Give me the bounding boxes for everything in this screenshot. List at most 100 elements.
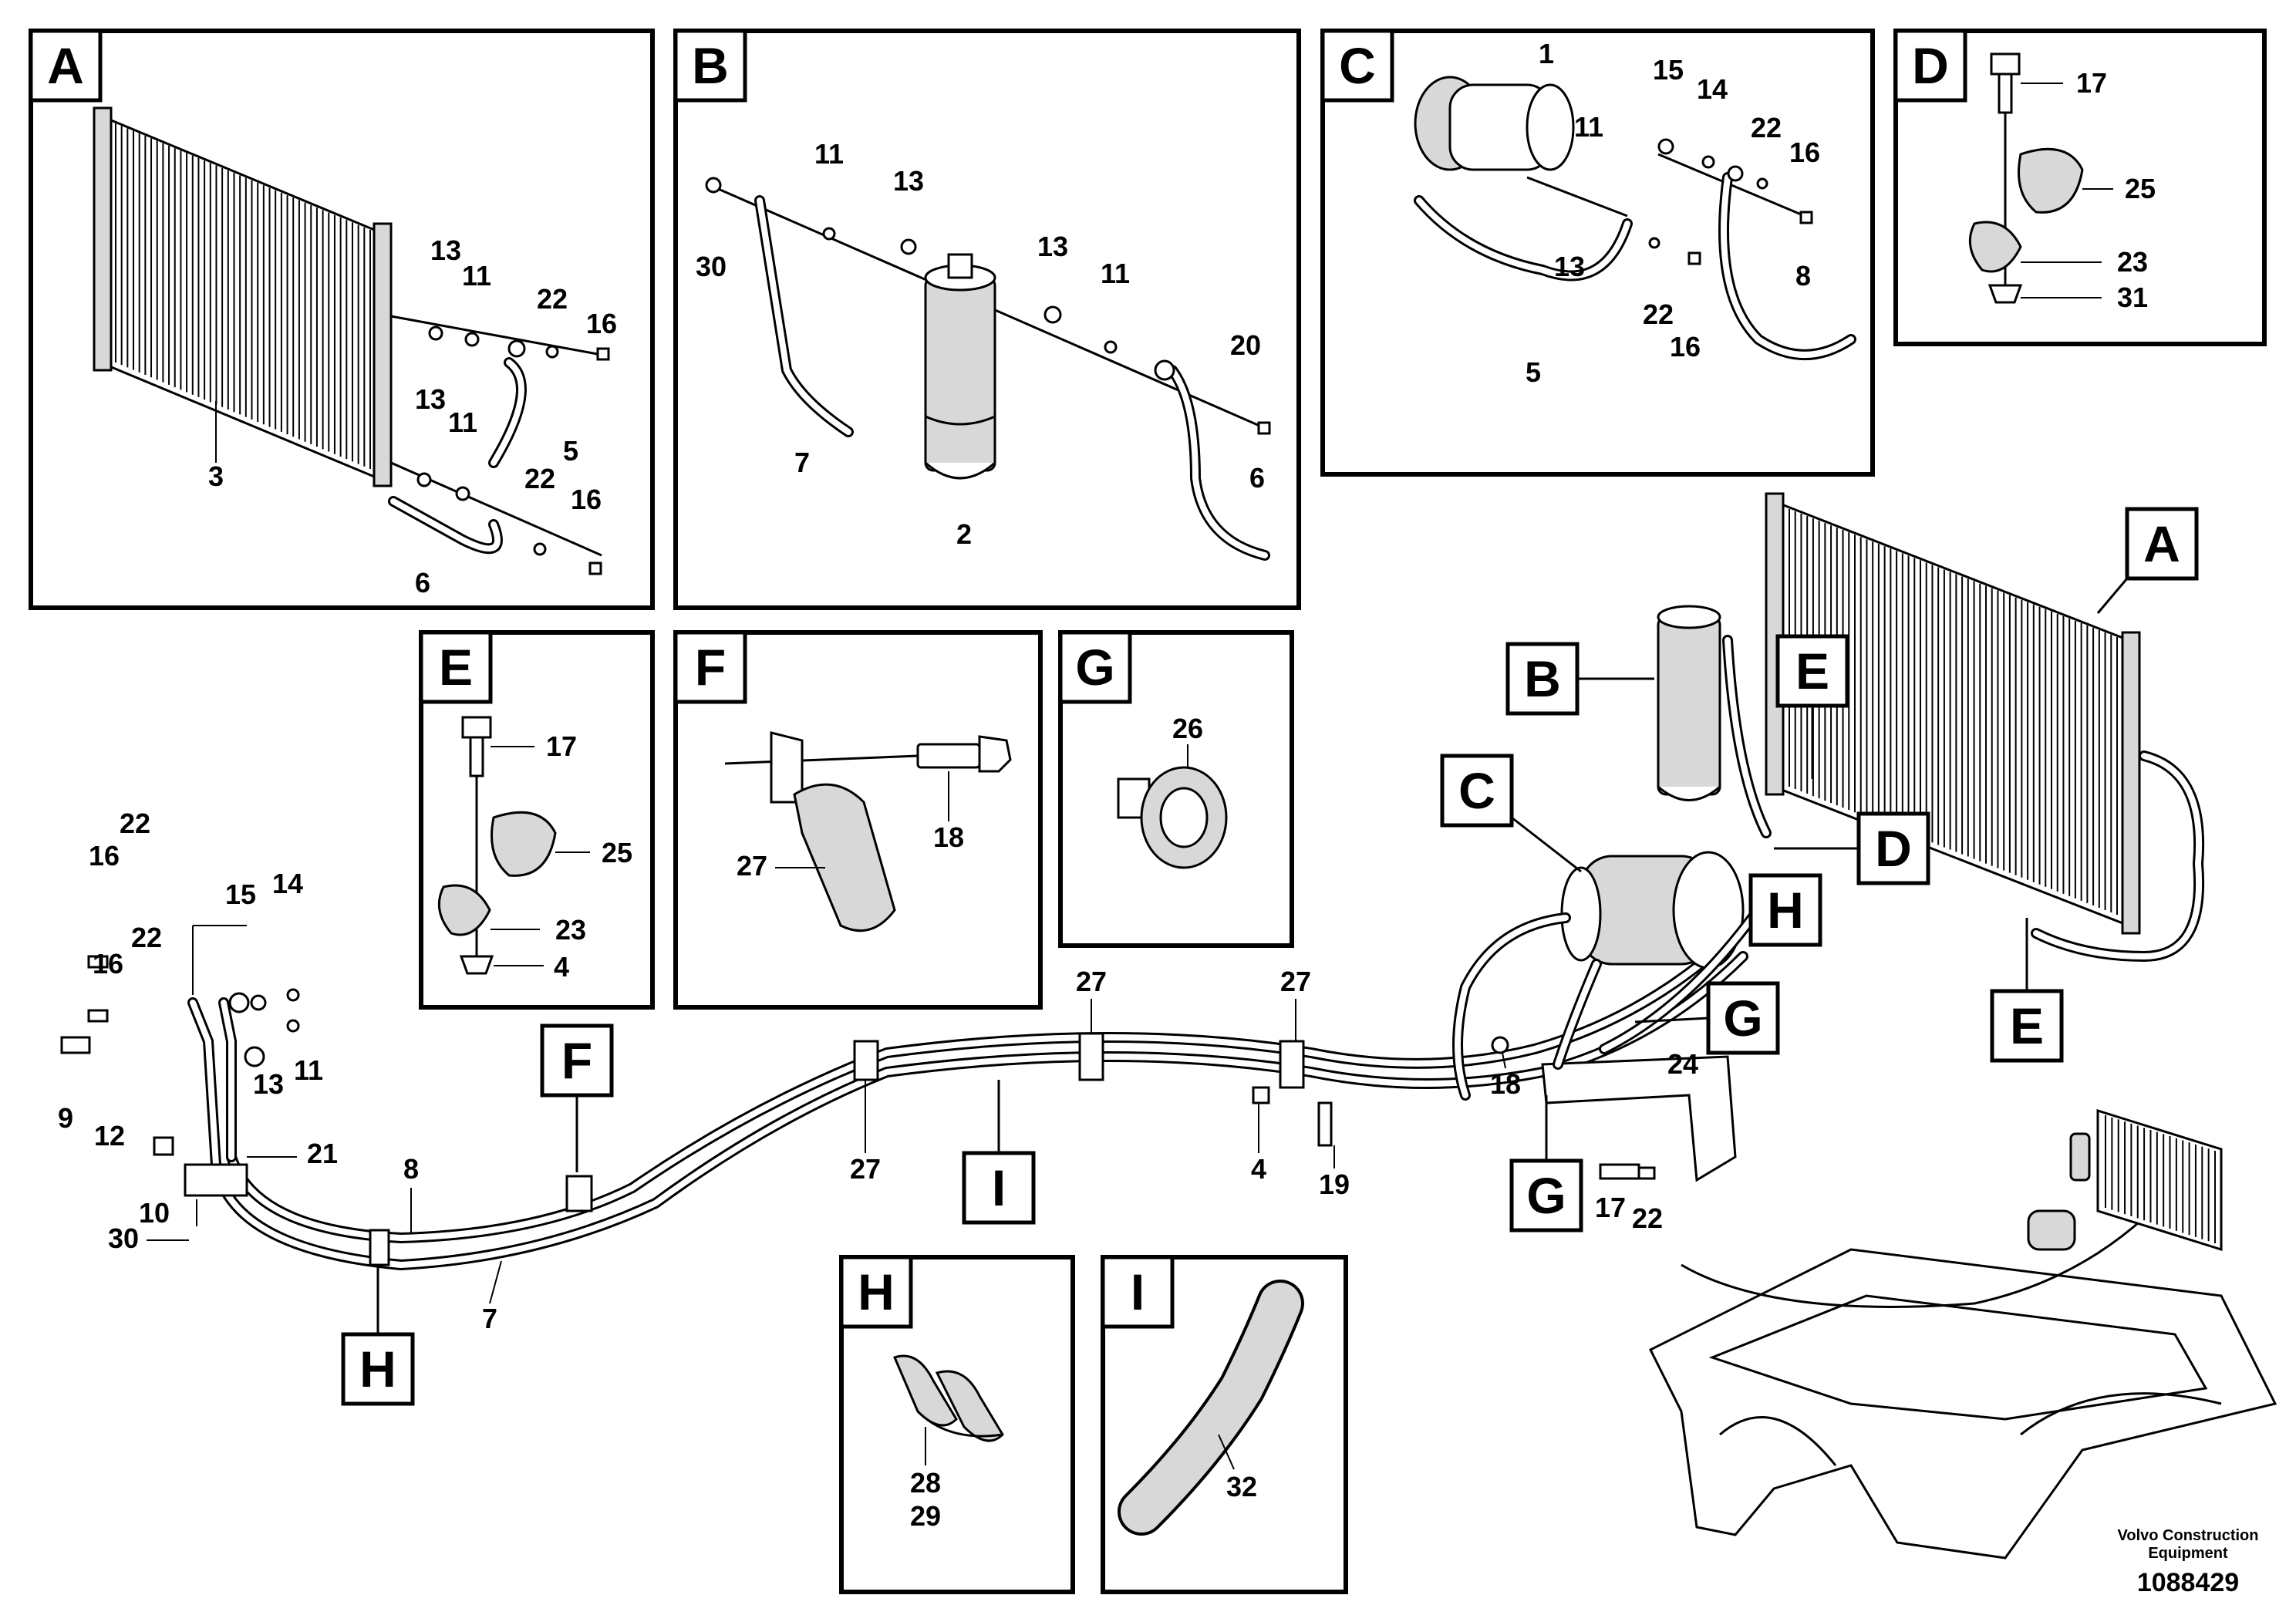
main-label-14: 14 (272, 868, 303, 899)
main-label-30: 30 (108, 1222, 139, 1254)
label-e-25: 25 (602, 837, 632, 868)
label-c-14: 14 (1697, 73, 1728, 105)
panel-b-tag (673, 29, 747, 103)
callout-g1: G (1634, 981, 1780, 1055)
callout-g2: G (1509, 1095, 1583, 1233)
callout-f: F (540, 1023, 614, 1172)
svg-text:E: E (1795, 642, 1829, 700)
panel-h-frame (839, 1255, 1075, 1594)
label-f-27: 27 (737, 850, 767, 882)
panel-a-tag (29, 29, 103, 103)
panel-g-tag (1058, 630, 1132, 704)
svg-text:H: H (1767, 882, 1804, 939)
label-b-11: 11 (814, 138, 844, 170)
main-label-22b: 22 (131, 922, 162, 953)
panel-b: B 30 11 13 13 11 20 7 2 6 (673, 29, 1301, 610)
main-label-9: 9 (58, 1102, 73, 1134)
label-i-32: 32 (1226, 1471, 1257, 1502)
panel-c-frame (1320, 29, 1875, 477)
label-h-29: 29 (910, 1500, 941, 1532)
main-compressor (1560, 851, 1745, 969)
callout-c: C (1440, 754, 1582, 873)
label-c-5: 5 (1526, 356, 1541, 388)
panel-b-letter: B (692, 37, 729, 94)
label-a-5: 5 (563, 435, 578, 467)
label-d-23: 23 (2117, 246, 2148, 278)
panel-f-letter: F (695, 639, 726, 696)
panel-e-frame (419, 630, 655, 1010)
main-label-8: 8 (403, 1153, 419, 1185)
label-c-1: 1 (1539, 38, 1554, 69)
main-label-17: 17 (1595, 1192, 1626, 1223)
main-label-13: 13 (253, 1068, 284, 1100)
label-a-3: 3 (208, 460, 224, 492)
label-a-13: 13 (430, 234, 461, 266)
panel-d: D 17 25 23 31 (1893, 29, 2267, 346)
label-a-22b: 22 (524, 463, 555, 494)
clamp-27-b (1078, 1032, 1104, 1081)
callout-e2: E (1990, 918, 2064, 1063)
panel-h: H 28 29 (839, 1255, 1075, 1594)
panel-h-tag (839, 1255, 913, 1329)
panel-i: I 32 (1101, 1255, 1348, 1594)
main-drier (1657, 605, 1721, 801)
main-label-18: 18 (1490, 1068, 1521, 1100)
label-b-2: 2 (956, 518, 972, 550)
panel-i-frame (1101, 1255, 1348, 1594)
main-label-27c: 27 (1280, 966, 1311, 997)
label-a-22: 22 (537, 283, 568, 315)
label-d-31: 31 (2117, 282, 2148, 313)
panel-d-tag (1893, 29, 1967, 103)
label-g-26: 26 (1172, 713, 1203, 744)
label-c-22b: 22 (1643, 298, 1674, 330)
panel-i-tag (1101, 1255, 1175, 1329)
main-label-10: 10 (139, 1197, 170, 1229)
label-h-28: 28 (910, 1467, 941, 1499)
receiver-drier (924, 253, 996, 480)
label-b-7: 7 (794, 447, 810, 478)
main-label-7: 7 (482, 1303, 497, 1334)
footer: Volvo Construction Equipment 1088429 (2118, 1527, 2259, 1597)
panel-g: G 26 (1058, 630, 1294, 948)
label-c-16: 16 (1789, 137, 1820, 168)
vehicle-frame-illustration (1648, 1108, 2277, 1560)
main-label-19: 19 (1319, 1168, 1350, 1200)
label-c-22: 22 (1751, 112, 1782, 143)
main-label-15: 15 (225, 878, 256, 910)
panel-e-tag (419, 630, 493, 704)
label-a-16: 16 (586, 308, 617, 339)
panel-f: F 18 27 (673, 630, 1043, 1010)
drawing-number: 1088429 (2137, 1568, 2239, 1597)
label-d-25: 25 (2125, 173, 2156, 204)
panel-a-frame (29, 29, 655, 610)
label-a-16b: 16 (571, 484, 602, 515)
label-a-11b: 11 (448, 406, 477, 438)
svg-text:E: E (2010, 997, 2044, 1054)
panel-e: E 17 25 23 4 (419, 630, 655, 1010)
panel-c: C 1 11 15 14 22 16 13 22 16 8 5 (1320, 29, 1875, 477)
panel-f-tag (673, 630, 747, 704)
main-label-12: 12 (94, 1120, 125, 1152)
condenser-drawing (93, 106, 393, 487)
label-c-16b: 16 (1670, 331, 1701, 363)
callout-d: D (1774, 811, 1930, 885)
hose-8-c (1718, 172, 1856, 360)
main-label-24: 24 (1667, 1048, 1698, 1080)
label-b-30: 30 (696, 251, 727, 282)
company-name-line1: Volvo Construction (2118, 1527, 2259, 1544)
main-label-21: 21 (307, 1138, 338, 1169)
main-label-27b: 27 (1076, 966, 1107, 997)
main-label-22c: 22 (1632, 1202, 1663, 1234)
panel-d-frame (1893, 29, 2267, 346)
panel-c-letter: C (1339, 37, 1376, 94)
label-c-13: 13 (1554, 251, 1585, 282)
svg-text:D: D (1875, 820, 1912, 877)
svg-text:B: B (1524, 650, 1561, 707)
label-f-18: 18 (933, 821, 964, 853)
panel-h-letter: H (858, 1263, 895, 1320)
label-e-17: 17 (546, 730, 577, 762)
svg-text:I: I (992, 1159, 1006, 1216)
svg-text:F: F (561, 1032, 592, 1089)
svg-text:C: C (1458, 762, 1495, 819)
